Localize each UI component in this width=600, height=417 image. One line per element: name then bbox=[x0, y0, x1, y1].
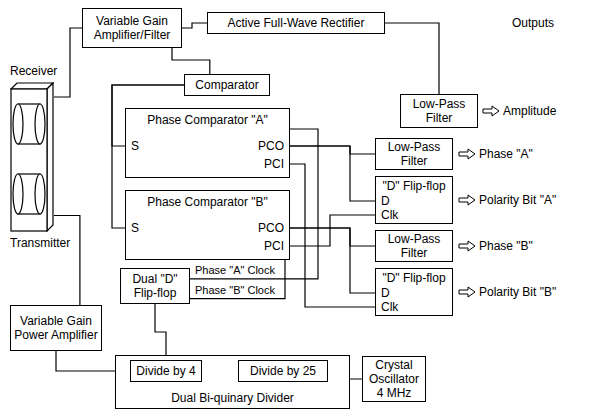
filter-box: Low-Pass Filter bbox=[375, 138, 453, 170]
node-text: Divide by 4 bbox=[136, 364, 195, 378]
flip-flop-box: "D" Flip-flopDClk bbox=[375, 268, 453, 316]
signal-wire bbox=[290, 215, 375, 246]
node-text: S bbox=[131, 221, 139, 235]
amplifier-box: Variable Gain Power Amplifier bbox=[10, 305, 102, 351]
flip-flop-box: "D" Flip-flopDClk bbox=[375, 176, 453, 224]
signal-wire bbox=[290, 146, 375, 154]
node-text: Low-Pass Filter bbox=[378, 232, 450, 260]
hollow-arrow bbox=[459, 241, 475, 251]
node-text: PCI bbox=[264, 239, 284, 253]
node-text: PCI bbox=[264, 157, 284, 171]
node-text: Low-Pass Filter bbox=[403, 97, 475, 125]
wire-label: Phase "A" Clock bbox=[194, 264, 276, 277]
node-text: Receiver bbox=[10, 64, 57, 78]
rectifier-box: Active Full-Wave Rectifier bbox=[207, 12, 385, 34]
signal-wire bbox=[172, 48, 210, 74]
node-text: PCO bbox=[258, 139, 284, 153]
node-text: D bbox=[381, 286, 390, 300]
divider-box: Divide by 25 bbox=[238, 360, 328, 382]
hollow-arrow bbox=[459, 287, 475, 297]
signal-wire bbox=[290, 164, 375, 307]
signal-wire bbox=[54, 216, 80, 306]
hollow-arrow bbox=[459, 195, 475, 205]
node-text: Phase Comparator "B" bbox=[126, 195, 289, 209]
divider-group: Dual Bi-quinary Divider Divide by 4 Divide… bbox=[115, 355, 350, 409]
node-text: Clk bbox=[381, 208, 398, 222]
signal-wire bbox=[182, 23, 207, 28]
node-text: Clk bbox=[381, 300, 398, 314]
output-label: Phase "A" bbox=[479, 147, 533, 161]
signal-wire bbox=[190, 260, 285, 299]
node-text: Variable Gain Amplifier/Filter bbox=[85, 14, 179, 42]
node-text: Low-Pass Filter bbox=[378, 140, 450, 168]
filter-box: Low-Pass Filter bbox=[375, 230, 453, 262]
hollow-arrow bbox=[483, 106, 499, 116]
node-text: Dual Bi-quinary Divider bbox=[116, 391, 349, 405]
node-text: D bbox=[381, 194, 390, 208]
amplifier-box: Variable Gain Amplifier/Filter bbox=[82, 8, 182, 48]
wire-label: Phase "B" Clock bbox=[194, 284, 276, 297]
node-text: Dual "D" Flip-flop bbox=[123, 272, 187, 300]
divider-box: Divide by 4 bbox=[130, 360, 202, 382]
flip-flop-box: Dual "D" Flip-flop bbox=[120, 268, 190, 304]
output-label: Phase "B" bbox=[479, 239, 533, 253]
node-text: Transmitter bbox=[10, 236, 70, 250]
node-text: Active Full-Wave Rectifier bbox=[228, 16, 365, 30]
node-text: Variable Gain Power Amplifier bbox=[13, 314, 99, 342]
output-label: Polarity Bit "B" bbox=[479, 285, 556, 299]
output-label: Amplitude bbox=[503, 104, 556, 118]
node-text: PCO bbox=[258, 221, 284, 235]
comparator-box: Comparator bbox=[184, 74, 270, 96]
signal-wire bbox=[155, 304, 166, 360]
transducer-drawing bbox=[10, 82, 54, 232]
filter-box: Low-Pass Filter bbox=[400, 94, 478, 128]
node-text: "D" Flip-flop bbox=[376, 271, 452, 285]
transducer: ReceiverTransmitter bbox=[10, 82, 54, 232]
oscillator-box: Crystal Oscillator 4 MHz bbox=[362, 356, 426, 402]
phase-comparator: Phase Comparator "A" S PCO PCI bbox=[125, 108, 290, 178]
signal-wire bbox=[290, 146, 375, 201]
signal-wire bbox=[54, 28, 82, 97]
node-text: Comparator bbox=[195, 78, 258, 92]
node-text: "D" Flip-flop bbox=[376, 179, 452, 193]
hollow-arrow bbox=[459, 149, 475, 159]
output-label: Polarity Bit "A" bbox=[479, 193, 556, 207]
outputs-heading: Outputs bbox=[512, 16, 554, 30]
signal-wire bbox=[385, 23, 439, 94]
signal-wire bbox=[290, 228, 375, 293]
node-text: Phase Comparator "A" bbox=[126, 113, 289, 127]
node-text: Divide by 25 bbox=[250, 364, 316, 378]
signal-wire bbox=[290, 228, 375, 246]
node-text: S bbox=[131, 139, 139, 153]
phase-comparator: Phase Comparator "B" S PCO PCI bbox=[125, 190, 290, 260]
node-text: Crystal Oscillator 4 MHz bbox=[365, 358, 423, 400]
